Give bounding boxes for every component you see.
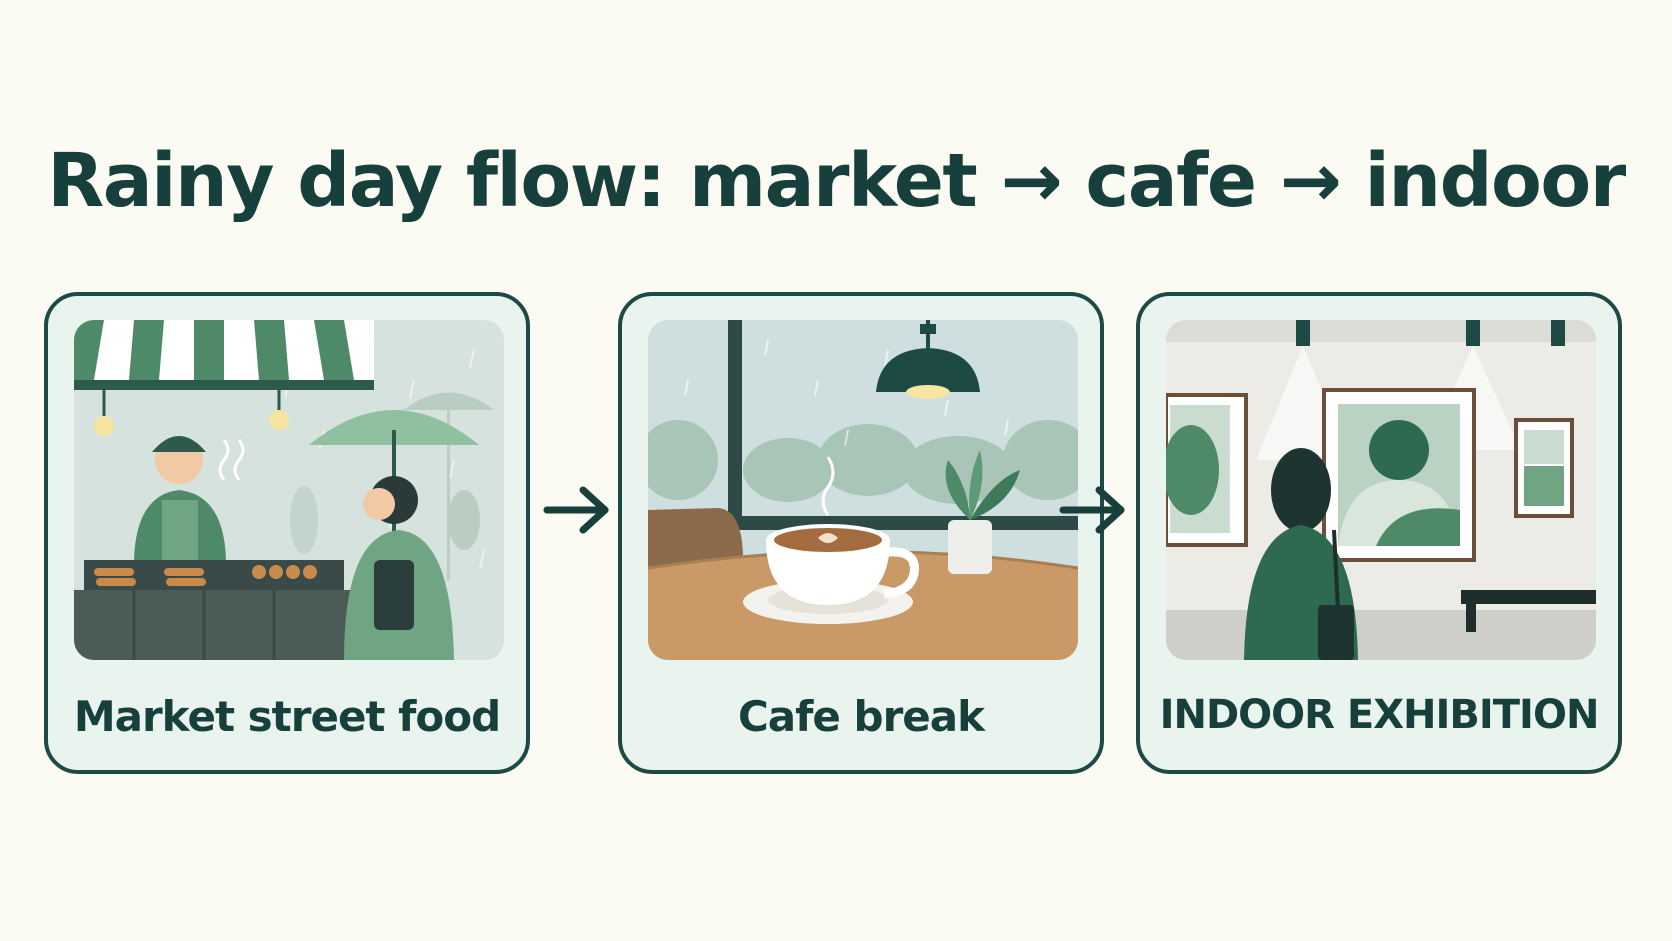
step-label-market: Market street food <box>73 692 501 741</box>
step-card-cafe: Cafe break <box>618 292 1104 774</box>
arrow-right-icon <box>543 486 609 534</box>
step-card-market: Market street food <box>44 292 530 774</box>
arrow-right-icon <box>1059 486 1125 534</box>
gallery-visitor-illustration <box>1166 320 1596 660</box>
market-stall-illustration <box>74 320 504 660</box>
step-label-cafe: Cafe break <box>737 692 985 741</box>
step-label-indoor: INDOOR EXHIBITION <box>1159 692 1600 738</box>
page-title: Rainy day flow: market → cafe → indoor <box>47 138 1626 224</box>
step-card-indoor: INDOOR EXHIBITION <box>1136 292 1622 774</box>
latte-cup-illustration <box>648 320 1078 660</box>
